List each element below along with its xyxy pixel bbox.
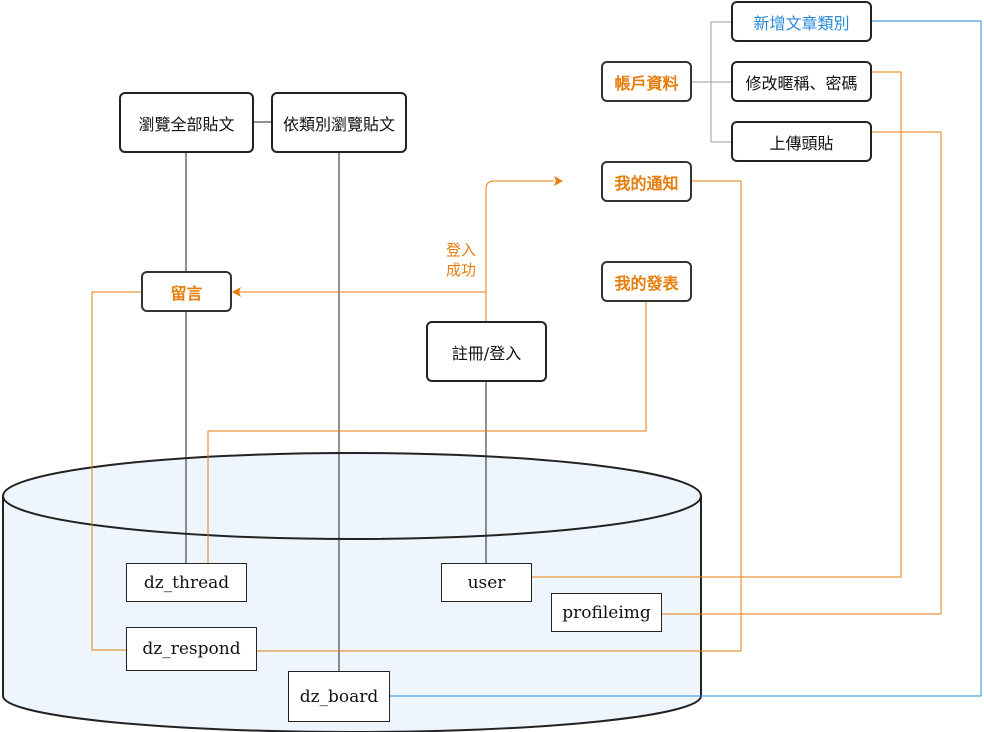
edge-avatar-to-profileimg: [661, 131, 942, 615]
database-cylinder-top: [2, 452, 702, 540]
arrowhead-comment: [232, 287, 241, 297]
my-posts-node: 我的發表: [601, 261, 692, 302]
login-success-label: 登入 成功: [438, 240, 484, 280]
edge-my-posts-to-thread: [207, 300, 647, 564]
login-success-label-line2: 成功: [445, 261, 476, 279]
edge-login-success: [485, 180, 554, 292]
browse-all-posts-node: 瀏覽全部貼文: [119, 92, 254, 153]
browse-by-category-node: 依類別瀏覽貼文: [271, 92, 407, 153]
register-login-node: 註冊/登入: [426, 321, 547, 382]
upload-avatar-node: 上傳頭貼: [731, 121, 872, 162]
table-dz-respond: dz_respond: [126, 627, 257, 671]
table-dz-thread: dz_thread: [126, 563, 247, 602]
edge-login-to-comment: [238, 291, 487, 322]
change-nickname-password-node: 修改暱稱、密碼: [731, 61, 872, 102]
account-info-node: 帳戶資料: [601, 61, 692, 102]
arrowhead-login-success: [554, 176, 563, 186]
table-profileimg: profileimg: [551, 593, 662, 632]
edge-nickname-to-user: [531, 71, 902, 578]
edge-comment-to-respond: [91, 291, 142, 651]
login-success-label-line1: 登入: [445, 241, 476, 259]
comment-node: 留言: [141, 271, 232, 312]
add-category-node: 新增文章類別: [731, 1, 872, 42]
table-dz-board: dz_board: [288, 671, 390, 722]
edge-add-category-to-board: [390, 20, 982, 697]
table-user: user: [441, 563, 532, 602]
edge-account-tree: [692, 21, 732, 143]
edge-notifications-to-respond: [257, 180, 742, 652]
my-notifications-node: 我的通知: [601, 161, 692, 202]
